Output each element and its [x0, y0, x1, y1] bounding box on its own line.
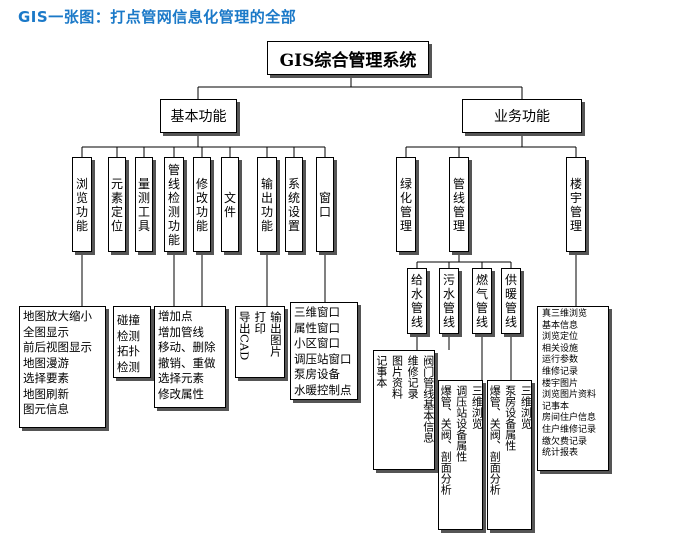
list-item: 浏览图片资料: [542, 390, 597, 401]
list-item: 记事本: [374, 355, 388, 388]
edit-detail-list: 增加点 增加管线 移动、删除 撤销、重做 选择元素 修改属性: [154, 306, 226, 408]
basic-functions-node: 基本功能: [160, 99, 237, 133]
list-item: 泵房设备属性: [503, 385, 517, 451]
list-item: 选择元素: [158, 371, 204, 385]
business-functions-node: 业务功能: [462, 99, 582, 133]
list-item: 地图漫游: [23, 355, 69, 370]
list-item: 拓扑: [117, 344, 140, 358]
list-item: 修改属性: [158, 386, 204, 401]
list-item: 前后视图显示: [23, 340, 92, 354]
list-item: 地图放大缩小: [23, 309, 92, 323]
browse-detail-list: 地图放大缩小 全图显示 前后视图显示 地图漫游 选择要素 地图刷新 图元信息: [19, 306, 106, 428]
browse-function-node: 浏览功能: [72, 157, 92, 252]
file-node: 文件: [221, 157, 239, 252]
heating-pipeline-node: 供暖管线: [501, 268, 521, 334]
list-item: 图元信息: [23, 402, 69, 416]
measure-tools-node: 量测工具: [135, 157, 153, 252]
list-item: 移动、删除: [158, 340, 216, 354]
list-item: 水暖控制点: [294, 382, 352, 397]
list-item: 维修记录: [542, 366, 579, 377]
list-item: 输出图片: [268, 311, 283, 357]
window-detail-list: 三维窗口 属性窗口 小区窗口 调压站窗口 泵房设备 水暖控制点: [290, 302, 358, 400]
list-item: 检测: [117, 359, 140, 374]
edit-function-node: 修改功能: [193, 157, 211, 252]
water-supply-detail-list: 阀门管线基本信息 维修记录 图片资料 记事本: [373, 350, 435, 470]
list-item: 阀门管线基本信息: [421, 355, 435, 443]
pipe-check-detail-list: 碰撞 检测 拓扑 检测: [113, 306, 151, 378]
list-item: 真三维浏览: [542, 309, 588, 319]
list-item: 图片资料: [390, 355, 404, 399]
pipeline-management-node: 管线管理: [449, 157, 469, 252]
greening-management-node: 绿化管理: [396, 157, 416, 252]
list-item: 三维浏览: [519, 385, 533, 429]
output-function-node: 输出功能: [257, 157, 277, 252]
output-detail-list: 输出图片 打印 导出CAD: [235, 306, 285, 378]
system-settings-node: 系统设置: [285, 157, 303, 252]
list-item: 三维窗口: [294, 305, 340, 319]
list-item: 住户维修记录: [542, 424, 597, 435]
list-item: 运行参数: [542, 355, 579, 366]
list-item: 爆管、关阀、剖面分析: [488, 385, 502, 495]
list-item: 增加管线: [158, 324, 204, 339]
root-node: GIS综合管理系统: [267, 41, 429, 75]
list-item: 打印: [253, 311, 268, 334]
list-item: 相关设施: [542, 343, 579, 354]
list-item: 基本信息: [542, 320, 579, 331]
list-item: 浏览定位: [542, 332, 579, 343]
list-item: 属性窗口: [294, 320, 340, 335]
list-item: 检测: [117, 328, 140, 343]
list-item: 调压站窗口: [294, 351, 352, 366]
list-item: 撤销、重做: [158, 355, 216, 370]
pipe-check-node: 管线检测功能: [164, 157, 184, 252]
element-locate-node: 元素定位: [108, 157, 126, 252]
heating-detail-list: 三维浏览 泵房设备属性 爆管、关阀、剖面分析: [487, 380, 532, 530]
list-item: 统计报表: [542, 448, 579, 459]
gas-pipeline-node: 燃气管线: [472, 268, 492, 334]
list-item: 爆管、关阀、剖面分析: [439, 385, 453, 495]
building-management-node: 楼宇管理: [566, 157, 586, 252]
list-item: 维修记录: [406, 355, 420, 399]
list-item: 选择要素: [23, 371, 69, 385]
water-supply-pipeline-node: 给水管线: [407, 268, 427, 334]
list-item: 记事本: [542, 401, 570, 412]
building-detail-list: 真三维浏览 基本信息 浏览定位 相关设施 运行参数 维修记录 楼宇图片 浏览图片…: [537, 306, 609, 471]
window-node: 窗口: [316, 157, 334, 252]
list-item: 导出CAD: [237, 311, 252, 361]
list-item: 地图刷新: [23, 386, 69, 401]
list-item: 三维浏览: [470, 385, 484, 429]
gas-detail-list: 三维浏览 调压站设备属性 爆管、关阀、剖面分析: [438, 380, 483, 530]
list-item: 碰撞: [117, 313, 140, 327]
list-item: 调压站设备属性: [454, 385, 468, 462]
list-item: 全图显示: [23, 324, 69, 339]
list-item: 楼宇图片: [542, 378, 579, 389]
page-title: GIS一张图：打点管网信息化管理的全部: [18, 8, 297, 26]
list-item: 增加点: [158, 309, 193, 323]
list-item: 缴欠费记录: [542, 436, 588, 447]
list-item: 泵房设备: [294, 367, 340, 381]
list-item: 房间住户信息: [542, 413, 597, 424]
sewage-pipeline-node: 污水管线: [439, 268, 459, 334]
list-item: 小区窗口: [294, 336, 340, 350]
